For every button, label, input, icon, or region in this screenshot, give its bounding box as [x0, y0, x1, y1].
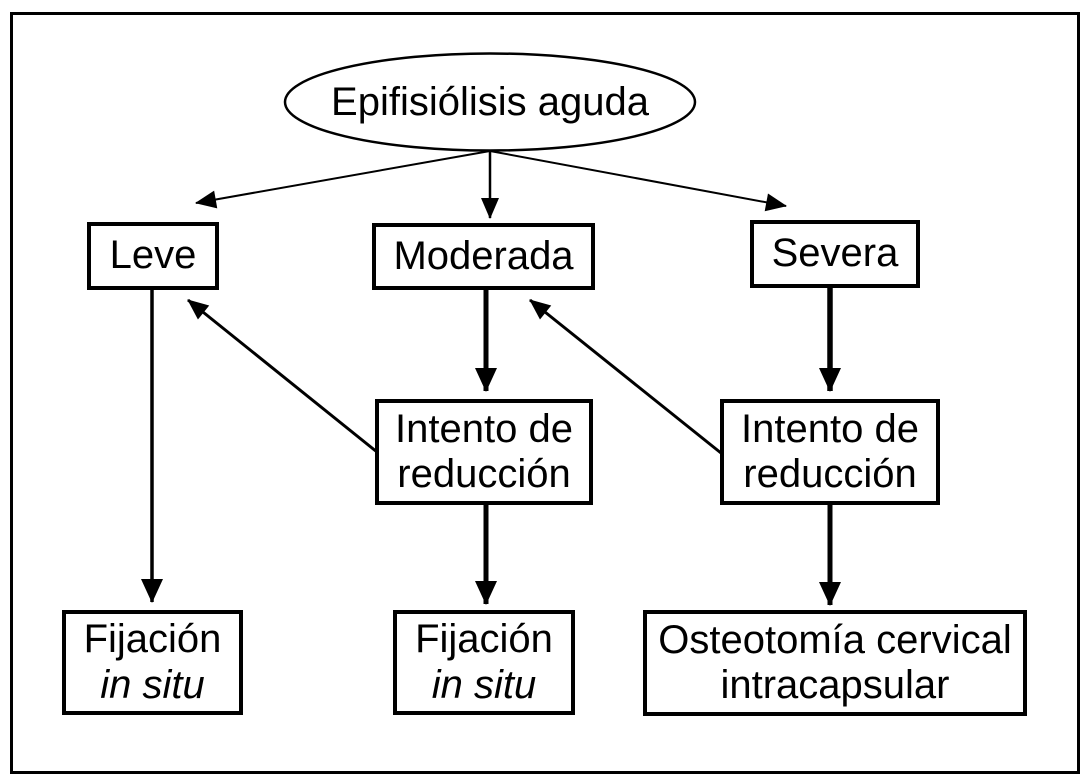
node-severa-label: Severa	[771, 231, 899, 276]
node-label-line1: Osteotomía cervical	[658, 617, 1012, 662]
arrow-intento-to-moderada	[529, 298, 722, 455]
node-label-line1: Fijación	[83, 617, 222, 662]
node-severa: Severa	[750, 220, 920, 288]
outer-border	[10, 12, 1080, 774]
arrow-intento-to-leve	[187, 298, 378, 454]
arrow-root-to-severa	[489, 150, 787, 212]
node-label-line2: intracapsular	[720, 663, 950, 707]
node-intento-reduccion-moderada: Intento de reducción	[375, 399, 593, 505]
node-label-line1: Intento de	[741, 406, 919, 451]
node-moderada-label: Moderada	[393, 233, 574, 278]
node-intento-reduccion-severa: Intento de reducción	[720, 399, 940, 505]
node-label-line2: reducción	[397, 452, 571, 496]
node-label-line1: Intento de	[395, 406, 573, 451]
node-fijacion-in-situ-moderada: Fijación in situ	[393, 610, 575, 715]
node-label-line2: in situ	[431, 662, 537, 707]
node-osteotomia-cervical: Osteotomía cervical intracapsular	[643, 610, 1027, 716]
node-label-line1: Fijación	[415, 617, 553, 662]
node-moderada: Moderada	[372, 223, 595, 290]
node-fijacion-in-situ-leve: Fijación in situ	[62, 610, 243, 715]
node-leve: Leve	[87, 222, 219, 290]
root-node-label: Epifisiólisis aguda	[331, 79, 649, 124]
root-ellipse-outline	[283, 52, 697, 152]
arrow-root-to-leve	[195, 150, 491, 209]
node-label-line2: in situ	[100, 662, 205, 707]
node-leve-label: Leve	[109, 233, 197, 278]
node-label-line2: reducción	[743, 452, 917, 496]
